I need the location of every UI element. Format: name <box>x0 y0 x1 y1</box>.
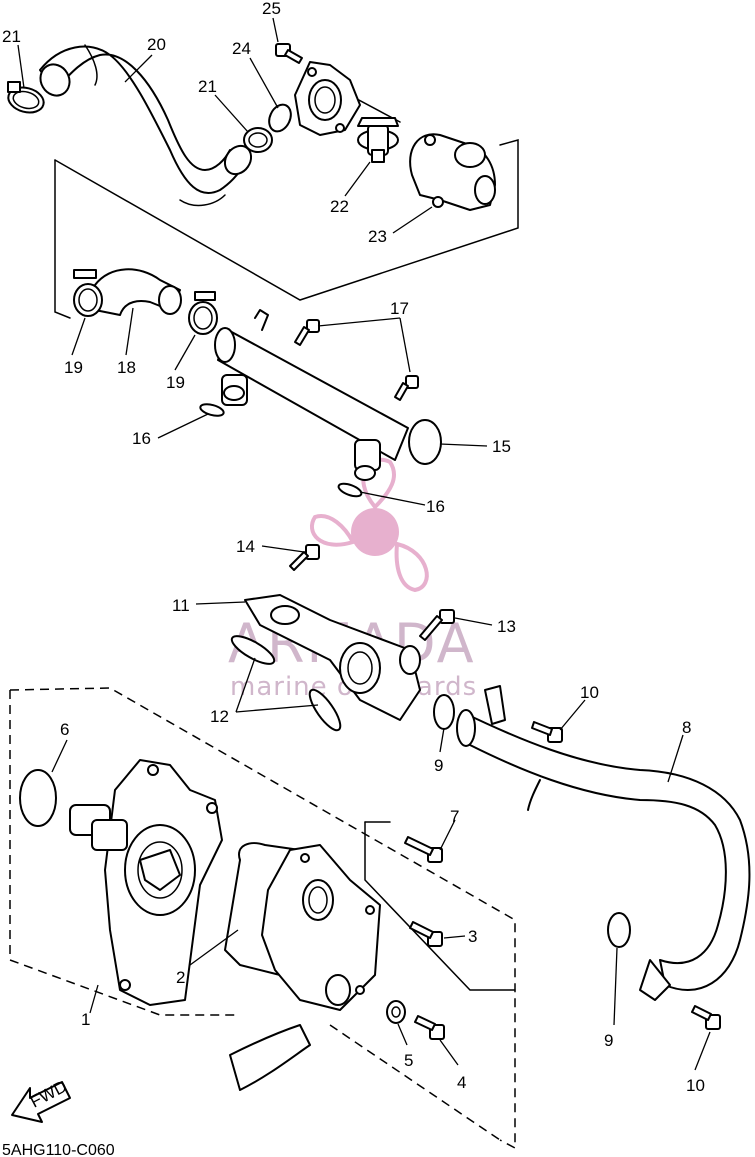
callout-7: 7 <box>450 807 459 826</box>
callout-14: 14 <box>236 537 255 556</box>
o-ring-6 <box>19 769 57 827</box>
hose-clamp-21a <box>7 81 45 114</box>
water-hose-20 <box>39 44 253 207</box>
diagram-code: 5AHG110-C060 <box>2 1142 115 1157</box>
callout-24: 24 <box>232 39 251 58</box>
callout-4: 4 <box>457 1073 466 1092</box>
bolt-4 <box>414 1015 445 1040</box>
bolt-10b <box>691 1005 721 1030</box>
callout-8: 8 <box>682 718 691 737</box>
callout-9: 9 <box>434 756 443 775</box>
o-ring-16a <box>199 403 225 417</box>
thermostat-housing-24 <box>294 61 361 136</box>
callout-19: 19 <box>166 373 185 392</box>
callout-2: 2 <box>176 968 185 987</box>
hose-clamp-21b <box>243 127 273 153</box>
callout-6: 6 <box>60 720 69 739</box>
callout-10: 10 <box>580 683 599 702</box>
callout-15: 15 <box>492 437 511 456</box>
callout-1: 1 <box>81 1010 90 1029</box>
callout-22: 22 <box>330 197 349 216</box>
water-pipe-8 <box>456 685 751 1001</box>
bolt-13 <box>419 609 455 641</box>
callout-20: 20 <box>147 35 166 54</box>
callout-17: 17 <box>390 299 409 318</box>
callout-18: 18 <box>117 358 136 377</box>
propeller-logo <box>309 457 429 593</box>
pump-cover <box>261 844 381 1011</box>
o-ring-9a <box>433 694 455 730</box>
lower-hose <box>229 1024 311 1091</box>
leader-lines <box>17 17 711 1071</box>
o-ring-16b <box>337 482 363 498</box>
bolt-17a <box>294 319 320 346</box>
water-pipe-15 <box>214 309 442 481</box>
pump-assembly-frame <box>9 687 516 1150</box>
bolt-25 <box>275 43 303 64</box>
water-pump-body <box>69 759 223 1006</box>
callout-16: 16 <box>132 429 151 448</box>
gasket-12b <box>308 688 342 732</box>
bolt-3 <box>409 921 443 947</box>
water-hose-18 <box>94 268 182 316</box>
callout-11: 11 <box>172 596 190 615</box>
hose-clamp-19a <box>73 269 103 317</box>
bolt-10a <box>531 721 563 743</box>
callout-16: 16 <box>426 497 445 516</box>
callout-9: 9 <box>604 1031 613 1050</box>
callout-25: 25 <box>262 0 281 18</box>
forward-direction-arrow: FWD <box>11 1077 71 1123</box>
callout-13: 13 <box>497 617 516 636</box>
callout-12: 12 <box>210 707 229 726</box>
bolt-17b <box>394 375 419 401</box>
thermostat-22 <box>357 117 399 163</box>
bolt-7 <box>404 836 443 863</box>
o-ring-9b <box>607 912 631 948</box>
callout-21: 21 <box>2 27 21 46</box>
callout-5: 5 <box>404 1051 413 1070</box>
water-housing-11 <box>244 594 421 721</box>
callout-3: 3 <box>468 927 477 946</box>
gasket-24 <box>268 103 292 133</box>
callout-10: 10 <box>686 1076 705 1095</box>
washer-5 <box>386 1000 406 1024</box>
callout-19: 19 <box>64 358 83 377</box>
thermostat-cover-23 <box>409 133 496 211</box>
hose-clamp-19b <box>188 291 218 335</box>
bolt-14 <box>289 544 320 571</box>
callout-23: 23 <box>368 227 387 246</box>
callout-numbers: 21 20 25 24 21 22 23 19 18 19 17 16 15 1… <box>2 0 705 1095</box>
callout-21: 21 <box>198 77 217 96</box>
gasket-12a <box>230 635 276 665</box>
